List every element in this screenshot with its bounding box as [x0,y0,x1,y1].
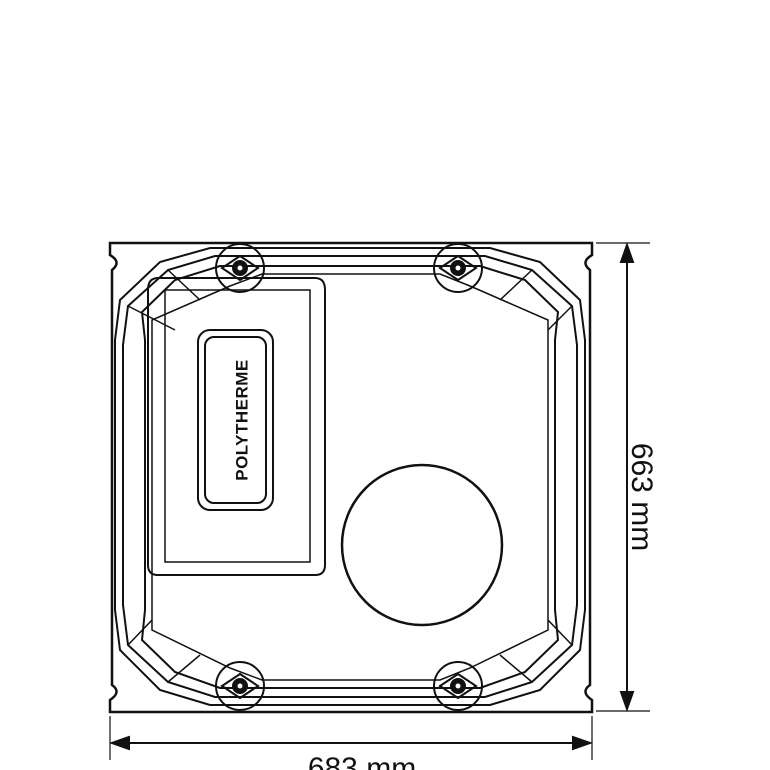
brand-label: POLYTHERME [232,359,251,481]
width-dimension-label: 683 mm [308,752,416,770]
screw-icon [433,661,483,711]
round-opening [340,463,504,627]
brand-label-plate [197,329,274,511]
width-dimension-line [108,716,594,760]
housing-outline [108,241,594,714]
screw-icon [433,243,483,293]
mounting-screws [215,243,483,711]
screw-icon [215,243,265,293]
height-dimension-label: 663 mm [625,443,658,551]
height-dimension-line [596,241,650,713]
raised-panel [147,277,326,576]
screw-icon [215,661,265,711]
